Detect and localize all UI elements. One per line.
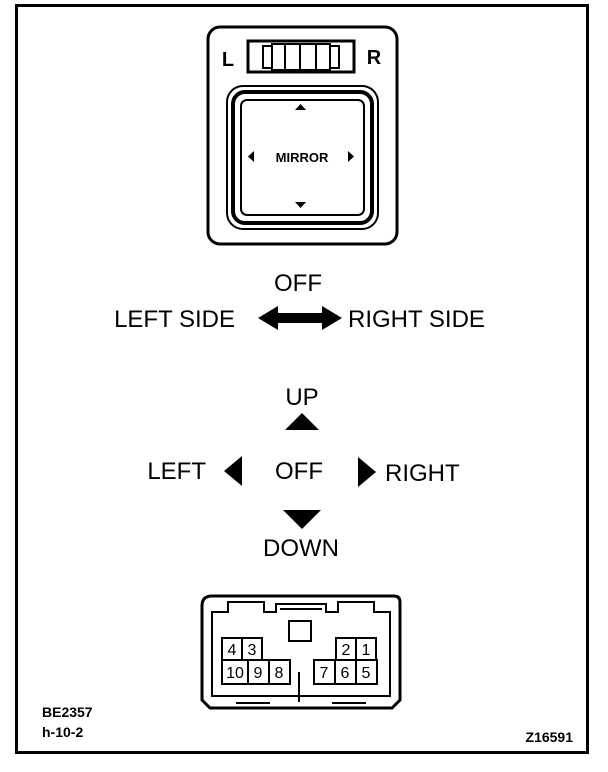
pin-number: 4 [228,642,237,659]
connector: 4 3 2 1 10 9 8 7 6 5 [200,594,402,710]
pin-number: 10 [226,665,244,682]
ref-sub: h-10-2 [42,724,83,740]
adjust-right-label: RIGHT [385,460,460,487]
pad-right-arrow-icon [348,151,354,162]
pin-number: 2 [342,642,351,659]
pad-label: MIRROR [276,150,329,165]
adjust-down-label: DOWN [263,535,339,562]
double-arrow-icon [258,306,342,330]
connector-inner-top [211,601,391,630]
connector-key [288,620,312,642]
right-mark: R [367,47,382,69]
pin-number: 3 [248,642,257,659]
mirror-pad[interactable] [240,99,365,216]
adjust-off-label: OFF [275,458,323,485]
select-section: OFF LEFT SIDE RIGHT SIDE [114,270,485,333]
right-arrow-icon [358,457,376,487]
adjust-section: UP LEFT OFF RIGHT DOWN [147,384,460,562]
left-mark: L [222,49,234,71]
select-left-label: LEFT SIDE [114,306,235,333]
pin-cell [355,659,378,685]
diagram-frame [15,4,589,754]
pin-number: 9 [254,665,263,682]
pin-number: 7 [320,665,329,682]
pin-number: 8 [275,665,284,682]
pin-number: 5 [362,665,371,682]
ref-code: BE2357 [42,704,93,720]
connector-inner-body [211,630,391,697]
pad-down-arrow-icon [295,202,306,208]
select-off-label: OFF [274,270,322,297]
select-right-label: RIGHT SIDE [348,306,485,333]
left-arrow-icon [224,456,242,486]
pin-number: 1 [362,642,371,659]
pin-cell [268,659,291,685]
up-arrow-icon [285,413,319,430]
adjust-left-label: LEFT [147,458,206,485]
pad-up-arrow-icon [295,104,306,110]
pin-number: 6 [341,665,350,682]
pad-left-arrow-icon [248,151,254,162]
figure-code: Z16591 [526,729,574,745]
mirror-switch: L R MIRROR [206,25,399,246]
adjust-up-label: UP [285,384,318,411]
down-arrow-icon [283,510,321,529]
